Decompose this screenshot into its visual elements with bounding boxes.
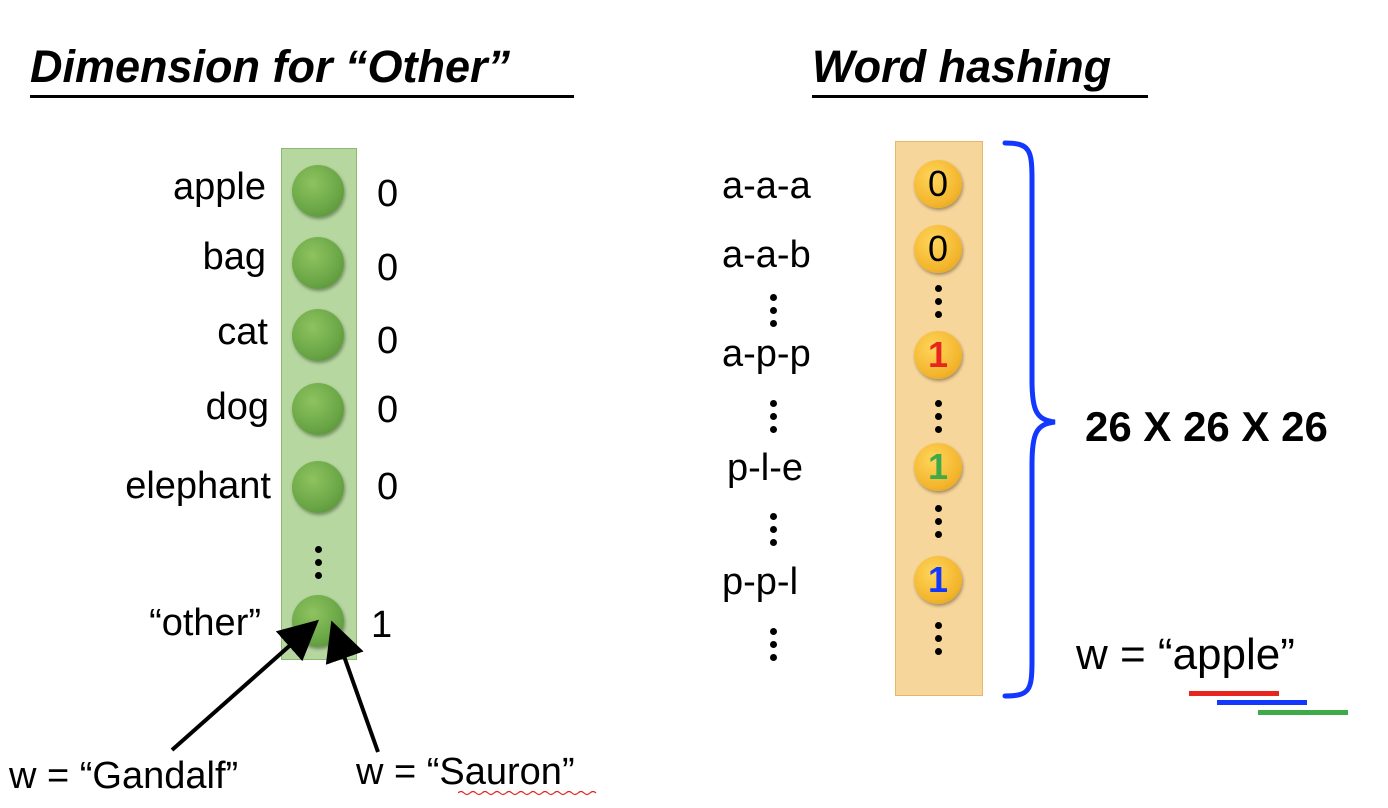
node-circle (292, 165, 344, 217)
hash-value: 1 (927, 334, 949, 375)
trigram-label: a-p-p (722, 333, 811, 375)
hash-node-ppl: 1 (914, 556, 962, 604)
arrow-sauron (325, 620, 380, 753)
hash-node: 0 (914, 160, 962, 208)
example-gandalf: w = “Gandalf” (9, 755, 239, 797)
ellipsis-dots (933, 622, 943, 655)
trigram-label: a-a-a (722, 165, 811, 207)
trigram-bar-ppl (1217, 700, 1307, 705)
trigram-label: a-a-b (722, 234, 811, 276)
hash-value: 1 (927, 446, 949, 487)
vector-value: 0 (377, 320, 399, 362)
vocab-word: dog (205, 386, 269, 428)
vocab-word: elephant (125, 465, 271, 507)
node-circle (292, 383, 344, 435)
node-circle (292, 237, 344, 289)
hash-node: 0 (914, 225, 962, 273)
left-title-underline (30, 95, 574, 98)
vector-value: 0 (377, 466, 399, 508)
right-title-underline (812, 95, 1148, 98)
node-circle (292, 309, 344, 361)
vector-value: 0 (377, 389, 399, 431)
vector-value: 1 (371, 604, 393, 646)
example-sauron-text: w = “Sauron” (356, 751, 575, 793)
ellipsis-dots (768, 294, 778, 327)
node-circle (292, 461, 344, 513)
example-apple: w = “apple” (1076, 630, 1295, 679)
hash-value: 1 (927, 559, 949, 600)
ellipsis-dots (768, 400, 778, 433)
trigram-label: p-l-e (727, 447, 804, 489)
vocab-word: apple (173, 166, 266, 208)
ellipsis-dots (768, 513, 778, 546)
trigram-bar-app (1189, 691, 1279, 696)
left-title: Dimension for “Other” (30, 41, 511, 92)
vocab-word: cat (217, 311, 268, 353)
vector-value: 0 (377, 247, 399, 289)
arrow-gandalf (170, 619, 319, 752)
trigram-bar-ple (1258, 710, 1348, 715)
ellipsis-dots (313, 546, 323, 579)
ellipsis-dots (933, 505, 943, 538)
hash-node-app: 1 (914, 331, 962, 379)
ellipsis-dots (768, 628, 778, 661)
curly-brace (1002, 140, 1056, 699)
hash-value: 0 (927, 163, 949, 204)
dimension-label: 26 X 26 X 26 (1085, 403, 1328, 450)
vector-value: 0 (377, 173, 399, 215)
right-title: Word hashing (812, 41, 1112, 92)
ellipsis-dots (933, 285, 943, 318)
hash-node-ple: 1 (914, 443, 962, 491)
ellipsis-dots (933, 400, 943, 433)
trigram-label: p-p-l (722, 561, 799, 603)
vocab-word: bag (202, 236, 266, 278)
spellcheck-underline (458, 790, 597, 796)
vocab-word-other: “other” (149, 602, 261, 644)
hash-value: 0 (927, 228, 949, 269)
example-sauron: w = “Sauron” (356, 753, 575, 791)
